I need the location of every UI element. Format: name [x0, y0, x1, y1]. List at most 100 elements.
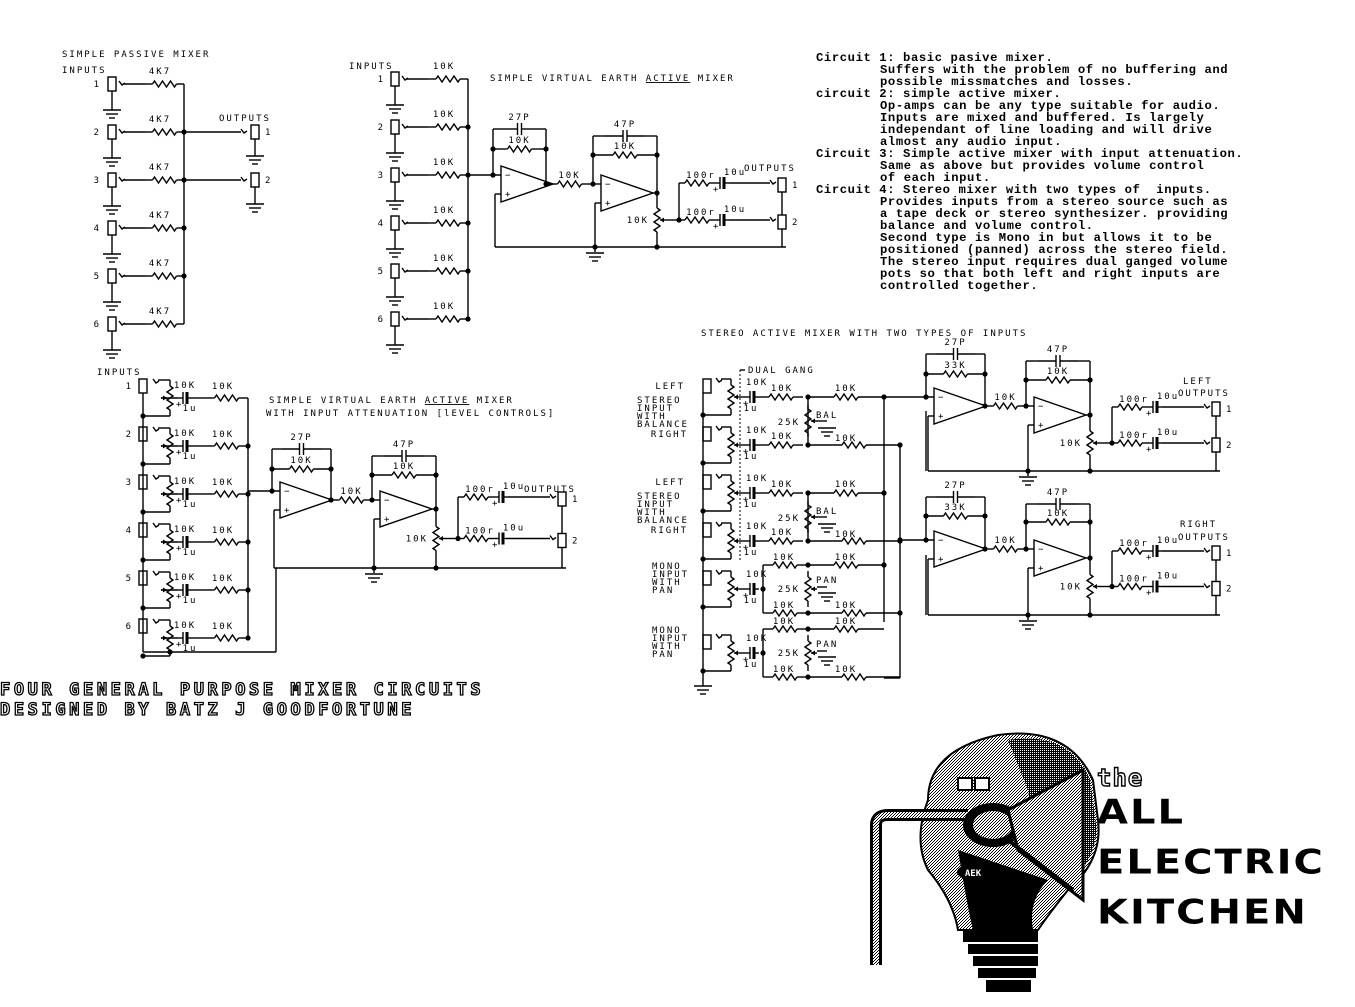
wire: [942, 369, 969, 379]
output-cap-value: 10u: [1157, 572, 1179, 582]
wire: [213, 441, 240, 451]
coupling-resistor-value: 10K: [994, 393, 1016, 403]
resistor: [803, 571, 813, 607]
resistor: [145, 271, 184, 281]
jack-connector: [777, 214, 787, 230]
wiper-arrow: [811, 514, 815, 520]
op-amp: −+: [1033, 539, 1089, 577]
ground-icon: [818, 656, 836, 666]
wire: [726, 528, 736, 554]
output-resistor-value: 100r: [1119, 431, 1149, 441]
resistor-value: 4K7: [149, 259, 171, 269]
feedback-cap-value: 47P: [1047, 488, 1069, 498]
wiper-arrow: [439, 536, 443, 541]
wire: [435, 314, 461, 324]
capacitor: [936, 491, 975, 503]
note-line: Second type is Mono in but allows it to …: [880, 231, 1213, 245]
jack-connector: [390, 215, 400, 231]
right-label: RIGHT: [651, 526, 688, 536]
op-amp-body: [1033, 539, 1089, 577]
feedback-resistor-value: 33K: [944, 503, 966, 513]
input-cap-value: 1u: [744, 660, 759, 670]
input-cap-value: 1u: [183, 404, 198, 414]
resistor-value: 4K7: [149, 67, 171, 77]
ground-icon: [103, 301, 121, 311]
ground-icon: [386, 248, 404, 258]
junction-dot: [654, 244, 660, 250]
volume-pot-value: 10K: [1060, 583, 1082, 593]
resistor: [372, 470, 436, 480]
wire: [506, 144, 533, 154]
input-cap-value: 1u: [744, 596, 759, 606]
logo-wordmark: the ALL ELECTRIC KITCHEN: [1096, 764, 1325, 941]
wire: [151, 223, 178, 233]
resistor-value: 10K: [433, 158, 455, 168]
coupling-resistor-value: 10K: [558, 171, 580, 181]
coupling-resistor-value: 10K: [994, 536, 1016, 546]
wire: [992, 544, 1019, 554]
capacitor: [936, 348, 975, 360]
wiper-arrow: [811, 650, 815, 656]
potentiometer: [726, 379, 740, 415]
potentiometer: [726, 523, 740, 559]
polarity-mark: +: [176, 400, 183, 410]
feedback-cap-value: 27P: [944, 481, 966, 491]
potentiometer: [803, 635, 817, 671]
feedback-cap-value: 27P: [508, 113, 530, 123]
jack-connector: [557, 532, 567, 549]
jack-body: [107, 268, 117, 284]
wire: [152, 618, 160, 624]
wire: [768, 440, 794, 450]
wire: [338, 495, 365, 505]
electrolytic-capacitor: +: [713, 177, 729, 195]
note-heading-1: Circuit 1: basic pasive mixer.: [816, 51, 1054, 65]
wire: [726, 640, 736, 666]
capacitor: [1038, 355, 1078, 367]
wiper-arrow: [734, 586, 738, 592]
input-number: 2: [126, 430, 133, 440]
mix-resistor-value: 10K: [771, 480, 793, 490]
circuit-4-title: STEREO ACTIVE MIXER WITH TWO TYPES OF IN…: [701, 329, 1027, 339]
jack-connector: [1211, 401, 1221, 417]
output-resistor-value: 100r: [465, 485, 495, 495]
jack-body: [557, 532, 567, 549]
circuit-3-title: SIMPLE VIRTUAL EARTH ACTIVE MIXER: [269, 396, 514, 406]
mono-desc: MONO: [652, 626, 682, 636]
wire: [152, 522, 160, 528]
resistor: [593, 150, 657, 160]
resistor: [726, 523, 736, 559]
jack-connector: [107, 220, 117, 236]
wire: [1117, 402, 1143, 412]
volume-pot-value: 10K: [1060, 439, 1082, 449]
op-amp-body: [933, 530, 989, 568]
circuit-1-title: SIMPLE PASSIVE MIXER: [62, 50, 210, 60]
ground-icon: [818, 427, 836, 437]
input-cap-value: 1u: [744, 548, 759, 558]
left-outputs-label: OUTPUTS: [1178, 389, 1230, 399]
wire: [463, 492, 489, 502]
jack-connector: [250, 124, 260, 140]
mix-resistor-value: 10K: [835, 665, 857, 675]
wire: [833, 624, 859, 634]
wire: [1117, 438, 1143, 448]
ground-icon: [694, 685, 712, 695]
jack-connector: [702, 522, 712, 538]
resistor: [726, 635, 736, 671]
wire: [841, 608, 867, 618]
mix-resistor-value: 10K: [773, 601, 795, 611]
output-cap-value: 10u: [724, 205, 746, 215]
resistor: [458, 492, 494, 502]
wiper-arrow: [660, 217, 664, 223]
op-amp: −+: [500, 165, 556, 203]
electrolytic-capacitor: +: [1146, 580, 1162, 599]
wire: [213, 489, 240, 499]
inverting-input-mark: −: [1038, 402, 1045, 412]
polarity-mark: +: [492, 541, 499, 551]
non-inverting-input-mark: +: [384, 515, 391, 525]
note-line: almost any audio input.: [880, 135, 1063, 149]
op-amp-body: [600, 174, 656, 212]
wire: [772, 608, 798, 618]
non-inverting-input-mark: +: [938, 412, 945, 422]
resistor: [763, 608, 807, 618]
output-resistor-value: 100r: [686, 171, 716, 181]
